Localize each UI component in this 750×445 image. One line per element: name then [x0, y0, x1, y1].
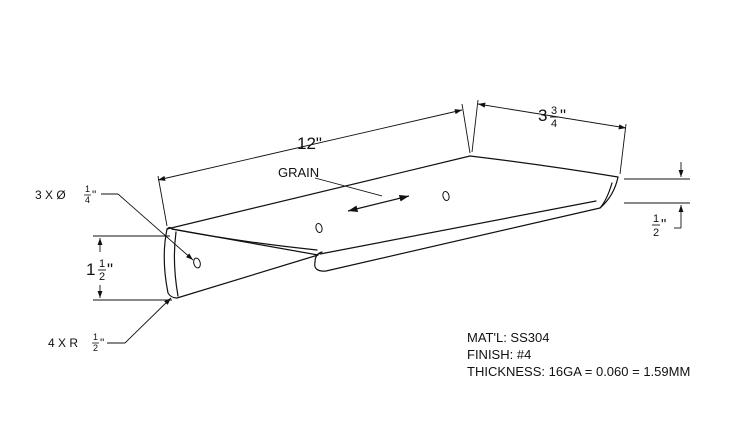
shelf-right-edge — [469, 155, 619, 178]
svg-text:": " — [92, 188, 96, 202]
svg-text:3: 3 — [551, 105, 557, 117]
spec-notes: MAT'L: SS304 FINISH: #4 THICKNESS: 16GA … — [467, 330, 690, 379]
radius-callout: 4 X R 1 2 " — [48, 332, 104, 353]
height-dimension — [93, 235, 172, 301]
svg-text:3 X Ø: 3 X Ø — [35, 188, 66, 202]
mounting-holes — [193, 190, 450, 269]
grain-arrow — [314, 177, 410, 212]
grain-label: GRAIN — [278, 165, 319, 180]
svg-text:4: 4 — [85, 195, 90, 205]
lip-label: 1 2 " — [652, 213, 666, 239]
shelf-front-lip — [314, 176, 619, 272]
finish-note: FINISH: #4 — [467, 347, 531, 362]
svg-text:1: 1 — [93, 332, 98, 342]
material-note: MAT'L: SS304 — [467, 330, 549, 345]
svg-text:2: 2 — [93, 343, 98, 353]
hole-right — [442, 190, 450, 202]
lip-dimension — [624, 162, 690, 229]
svg-text:4 X R: 4 X R — [48, 336, 78, 350]
hole-left — [193, 257, 201, 269]
depth-label: 3 3 4 " — [538, 105, 566, 130]
svg-text:": " — [107, 260, 113, 279]
svg-text:2: 2 — [99, 271, 105, 283]
svg-text:3: 3 — [538, 106, 547, 125]
length-dimension — [157, 103, 471, 227]
shelf-left-flange — [163, 228, 319, 299]
holes-callout: 3 X Ø 1 4 " — [35, 184, 96, 205]
height-label: 1 1 2 " — [86, 258, 113, 283]
holes-leader — [101, 193, 194, 261]
svg-text:": " — [100, 336, 104, 350]
shelf-outline — [163, 155, 619, 299]
svg-text:1: 1 — [653, 213, 659, 225]
svg-text:": " — [560, 106, 566, 125]
svg-text:1: 1 — [86, 260, 95, 279]
length-label: 12" — [297, 134, 322, 153]
radius-leader — [107, 297, 172, 344]
thickness-note: THICKNESS: 16GA = 0.060 = 1.59MM — [467, 364, 690, 379]
depth-dimension — [471, 99, 627, 175]
svg-text:2: 2 — [653, 227, 659, 239]
svg-text:": " — [661, 216, 666, 233]
shelf-front-bend — [171, 228, 318, 251]
svg-text:1: 1 — [85, 184, 90, 194]
svg-text:4: 4 — [551, 118, 557, 130]
svg-text:1: 1 — [99, 258, 105, 270]
hole-center — [315, 222, 323, 234]
